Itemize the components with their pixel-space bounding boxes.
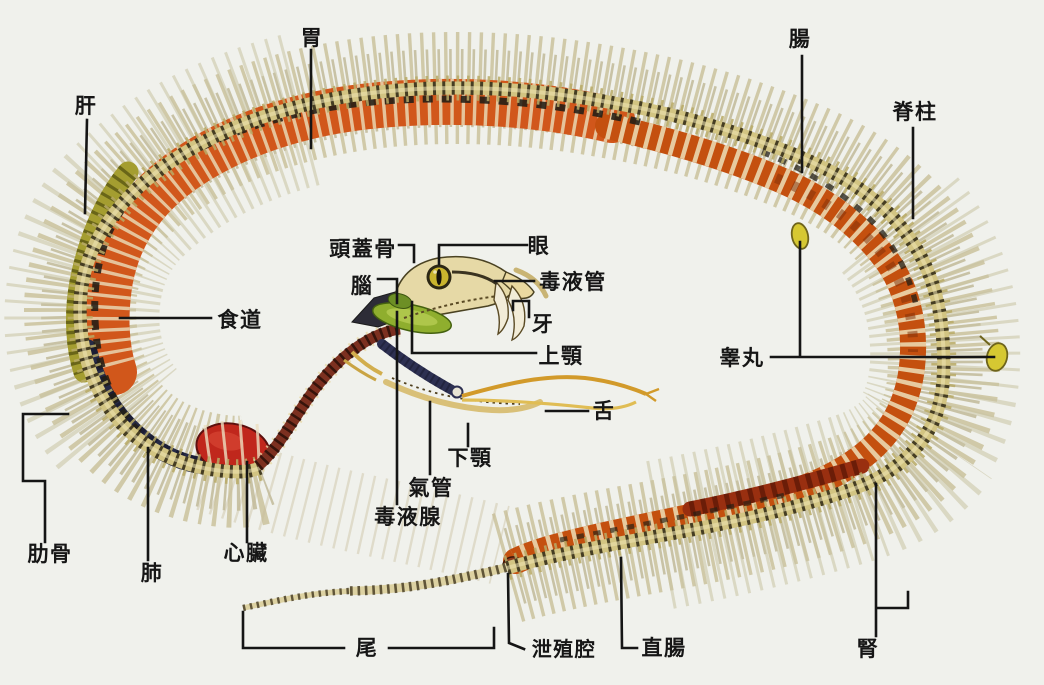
neck-vertebrae xyxy=(252,321,402,473)
eye-slit-pupil xyxy=(436,269,442,285)
callout-fang xyxy=(511,299,531,319)
callout-rectum xyxy=(619,556,639,650)
callout-upper-jaw xyxy=(410,300,538,355)
hyoid-bone xyxy=(350,350,383,376)
labels: 肝 胃 腸 脊柱 頭蓋骨 腦 眼 毒液管 牙 上顎 食道 舌 下顎 氣管 毒液腺… xyxy=(28,26,938,661)
label-kidney: 腎 xyxy=(857,637,880,661)
label-lung: 肺 xyxy=(141,561,164,585)
label-spine: 脊柱 xyxy=(892,100,938,124)
label-cloaca: 泄殖腔 xyxy=(532,637,597,661)
label-eye: 眼 xyxy=(528,234,551,258)
label-trachea: 氣管 xyxy=(409,476,454,500)
tongue-organ xyxy=(461,375,660,411)
tongue-fork xyxy=(645,387,660,402)
label-venom-gland: 毒液腺 xyxy=(374,505,442,529)
label-tail: 尾 xyxy=(356,636,379,660)
trachea-cut-end xyxy=(450,385,464,399)
label-tongue: 舌 xyxy=(593,399,616,423)
label-venom-duct: 毒液管 xyxy=(539,270,607,294)
lower-teeth-row xyxy=(391,377,521,405)
label-brain: 腦 xyxy=(351,274,374,298)
lower-jaw-bone xyxy=(383,379,543,414)
fang-rear xyxy=(507,284,526,342)
label-ribs: 肋骨 xyxy=(28,542,73,566)
label-intestine: 腸 xyxy=(789,27,812,51)
upper-teeth-row xyxy=(403,295,499,319)
testis-stem xyxy=(979,335,991,346)
callout-lines xyxy=(21,48,996,651)
eye-glint xyxy=(433,270,437,274)
label-upper-jaw: 上顎 xyxy=(539,344,584,368)
label-rectum: 直腸 xyxy=(642,636,687,660)
tail-skeleton xyxy=(242,562,509,612)
label-esophagus: 食道 xyxy=(218,308,263,332)
label-stomach: 胃 xyxy=(301,26,324,50)
label-testis: 睾丸 xyxy=(720,346,765,370)
vertebrae-highlight xyxy=(77,85,946,570)
hyoid-bone-2 xyxy=(343,358,377,382)
callout-ribs xyxy=(21,412,70,544)
callout-testis xyxy=(769,240,996,359)
trachea-rings xyxy=(378,340,455,395)
heart-highlight xyxy=(208,431,244,451)
vertebral-column xyxy=(67,75,957,581)
tail-beads xyxy=(349,562,509,596)
callout-eye xyxy=(437,243,529,266)
callout-tail xyxy=(241,610,496,650)
testes xyxy=(790,222,1009,372)
callout-brain xyxy=(376,277,399,305)
label-liver: 肝 xyxy=(75,94,98,118)
label-skull: 頭蓋骨 xyxy=(329,237,397,261)
intestine-segments xyxy=(510,113,927,573)
intestine-shading xyxy=(774,173,919,353)
testis-upper xyxy=(790,222,810,250)
head-group xyxy=(343,255,660,414)
ribs-interior-tips xyxy=(196,434,510,584)
label-fang: 牙 xyxy=(532,312,555,336)
kidney-organ xyxy=(682,458,870,517)
callout-cloaca xyxy=(506,572,526,651)
callout-kidney xyxy=(874,482,910,638)
neck-chain-shadows xyxy=(253,323,401,471)
label-lower-jaw: 下顎 xyxy=(448,446,493,470)
callout-liver xyxy=(83,118,89,215)
label-heart: 心臟 xyxy=(224,541,269,565)
fang-front xyxy=(493,280,509,336)
testis-lower xyxy=(985,342,1009,372)
callout-skull xyxy=(397,243,416,264)
accent-bottom xyxy=(559,491,791,543)
